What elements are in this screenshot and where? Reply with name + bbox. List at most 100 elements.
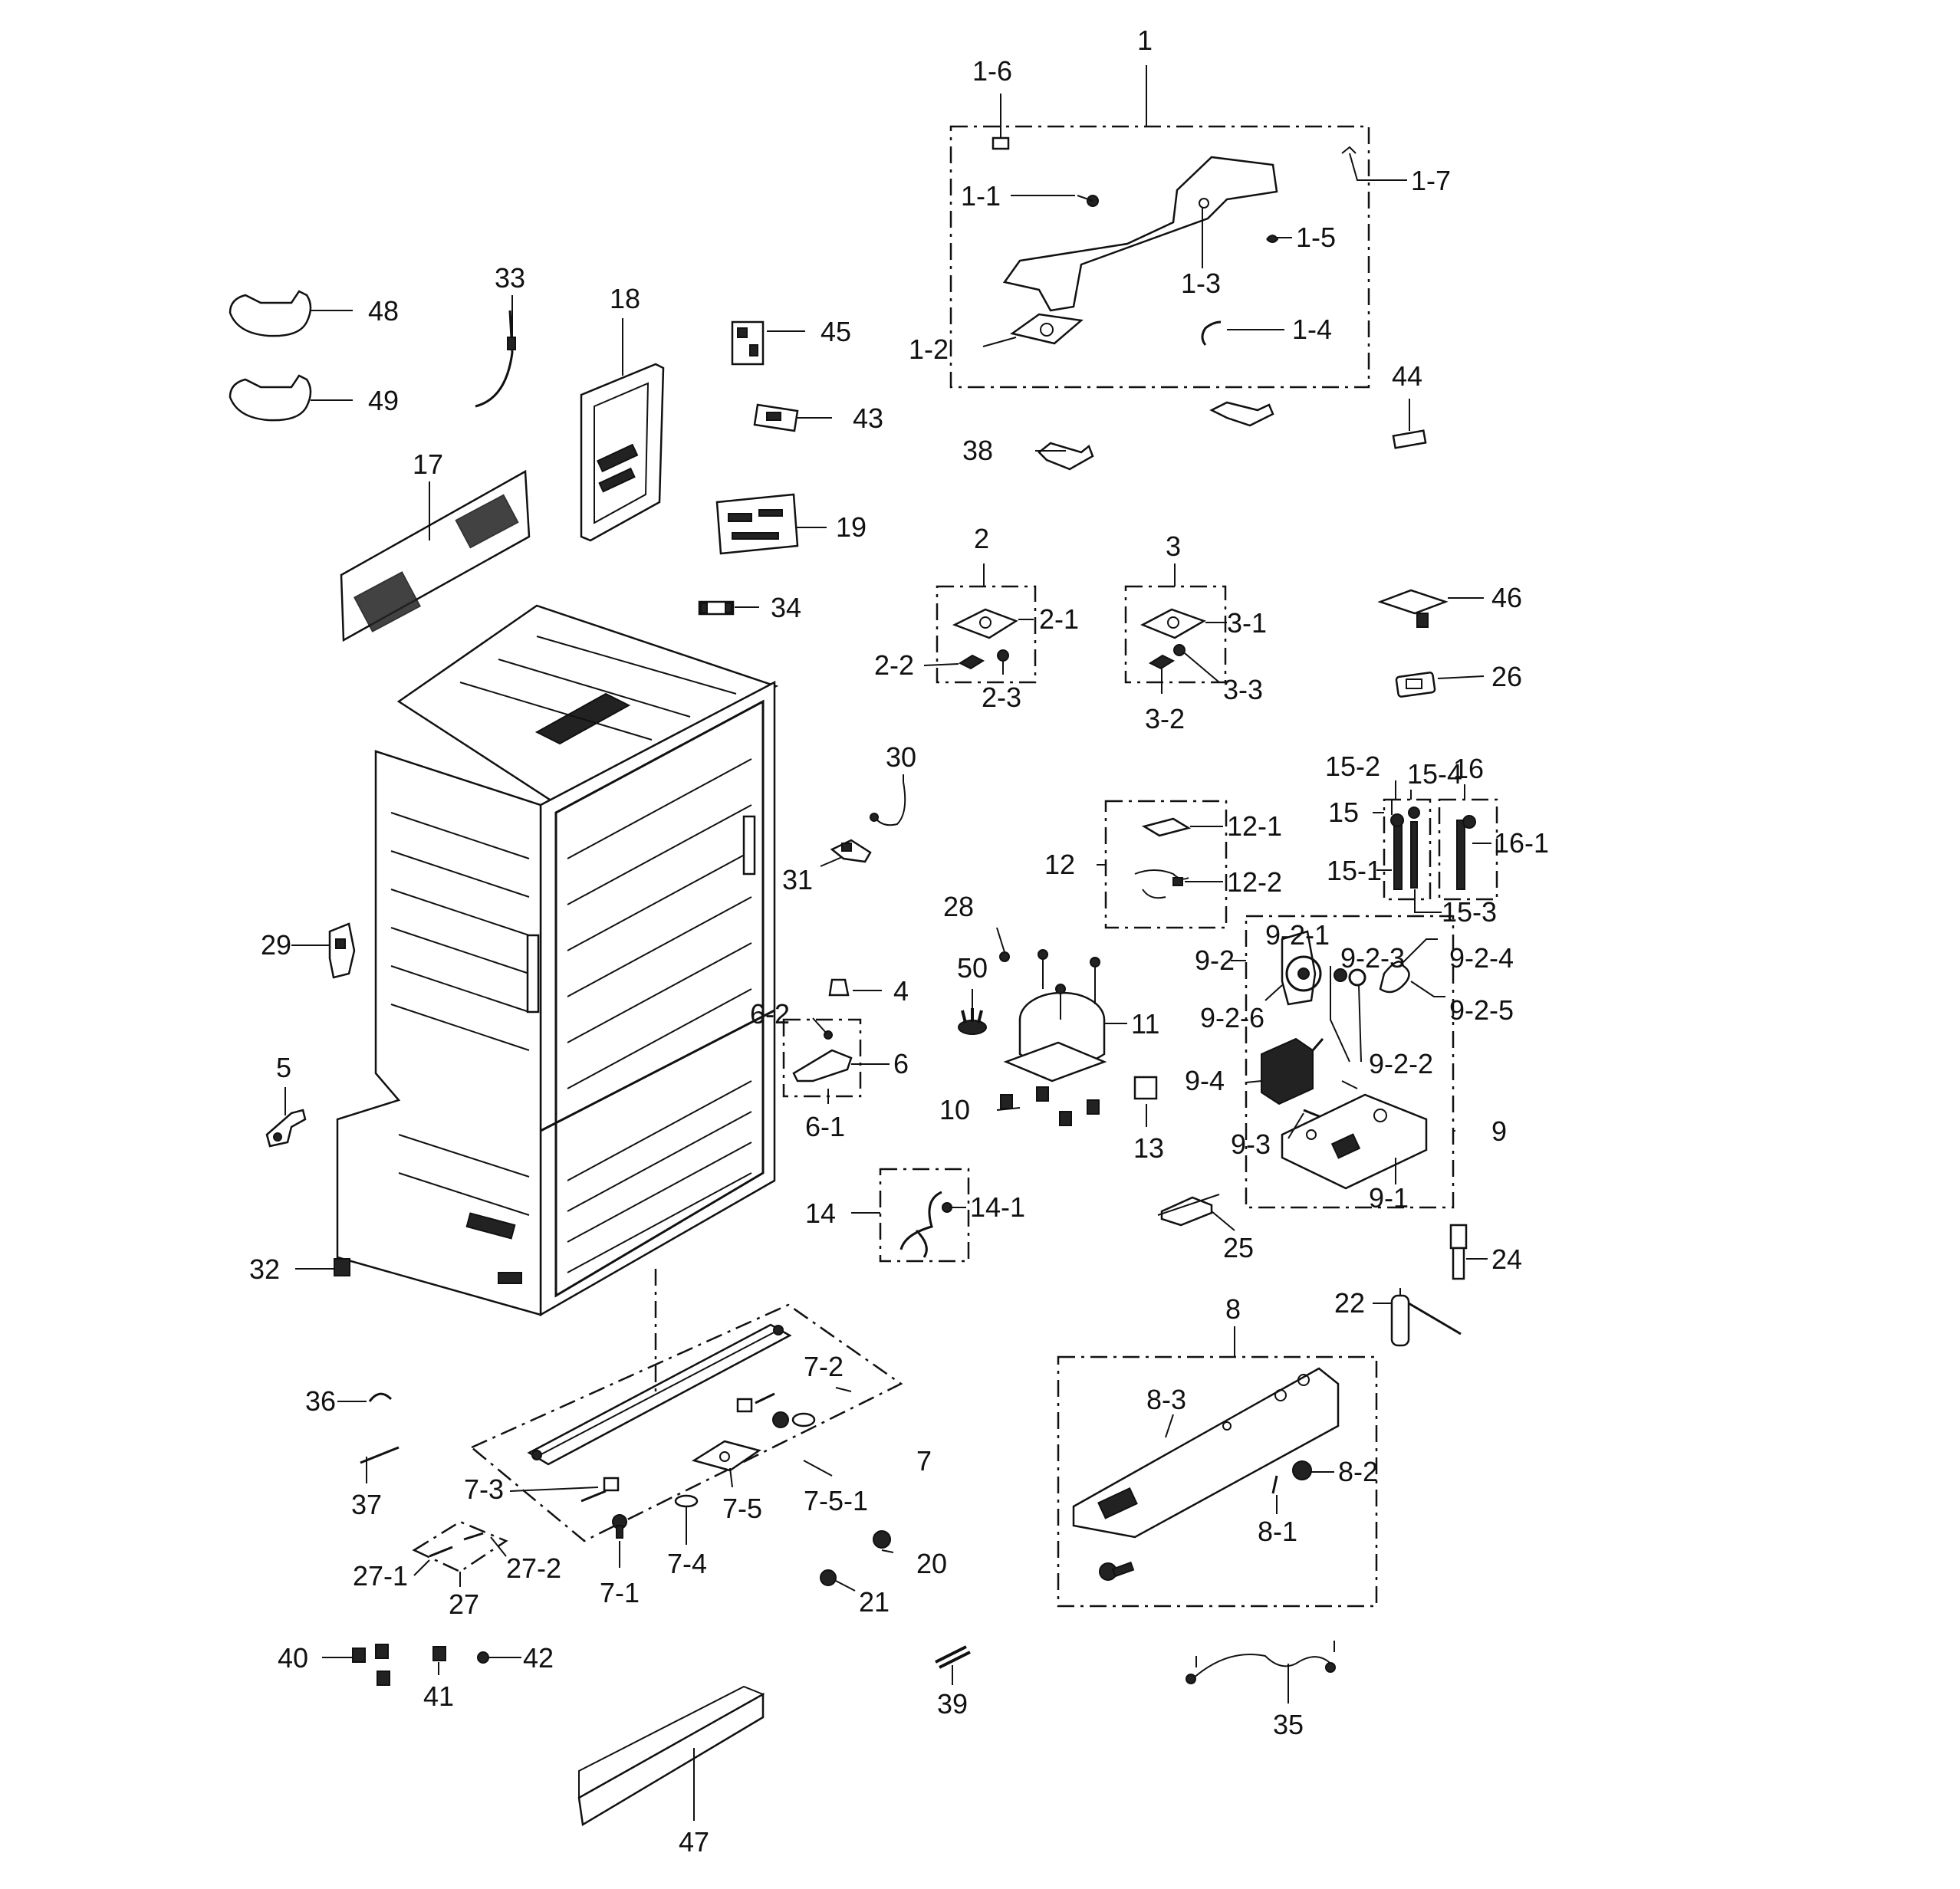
label-33: 33 [495, 262, 525, 294]
label-13: 13 [1133, 1132, 1164, 1164]
label-15-4: 15-4 [1407, 758, 1462, 790]
part-16-tube [1456, 815, 1476, 890]
label-7-3: 7-3 [464, 1473, 504, 1505]
label-15-2: 15-2 [1325, 751, 1380, 782]
label-9-2: 9-2 [1195, 944, 1235, 976]
label-30: 30 [886, 741, 916, 773]
label-4: 4 [893, 975, 909, 1007]
label-7: 7 [916, 1445, 932, 1477]
part-13-relay [1133, 1076, 1158, 1100]
part-26-block [1395, 672, 1436, 698]
label-9-2-5: 9-2-5 [1449, 994, 1514, 1026]
group-box-6 [782, 1018, 862, 1098]
group-box-27 [412, 1520, 508, 1573]
part-9-2-4-fan [1379, 961, 1410, 994]
label-27-1: 27-1 [353, 1560, 408, 1592]
label-12-1: 12-1 [1227, 810, 1282, 842]
part-8-1-screw [1271, 1475, 1278, 1494]
label-1-7: 1-7 [1411, 165, 1451, 196]
label-38: 38 [962, 435, 993, 466]
part-1-2-bracket [1010, 313, 1084, 345]
label-9-2-6: 9-2-6 [1200, 1002, 1264, 1033]
label-9-3: 9-3 [1231, 1128, 1271, 1160]
label-7-1: 7-1 [600, 1577, 640, 1608]
label-36: 36 [305, 1385, 336, 1417]
label-1-5: 1-5 [1296, 222, 1336, 253]
part-4-cap [828, 978, 850, 997]
part-10-feet [1000, 1086, 1100, 1126]
label-28: 28 [943, 891, 974, 922]
part-29-bracket [328, 922, 356, 979]
label-6-2: 6-2 [750, 998, 790, 1030]
label-7-4: 7-4 [667, 1548, 707, 1579]
label-27-2: 27-2 [506, 1552, 561, 1584]
label-9-2-3: 9-2-3 [1340, 942, 1405, 974]
part-35-wire [1186, 1641, 1336, 1684]
label-49: 49 [368, 385, 399, 416]
label-3-2: 3-2 [1145, 703, 1185, 734]
label-35: 35 [1273, 1709, 1304, 1740]
label-15-3: 15-3 [1442, 896, 1497, 928]
group-box-14 [879, 1168, 970, 1263]
label-47: 47 [679, 1826, 709, 1858]
part-40-clips [352, 1644, 390, 1686]
group-box-2 [936, 585, 1037, 684]
label-15: 15 [1328, 797, 1359, 828]
part-1-6-pad [992, 136, 1010, 150]
label-34: 34 [771, 592, 801, 623]
part-7-5-bracket [691, 1440, 761, 1472]
part-18-panel [580, 363, 665, 542]
part-6-hinge [792, 1030, 853, 1082]
label-9-2-2: 9-2-2 [1369, 1048, 1433, 1079]
part-7-1-knob [612, 1514, 627, 1539]
label-39: 39 [937, 1688, 968, 1720]
part-19-board [715, 493, 799, 555]
label-22: 22 [1334, 1287, 1365, 1319]
part-47-panel [577, 1685, 765, 1827]
part-2-2-pad [958, 654, 985, 670]
label-19: 19 [836, 511, 867, 543]
group-box-16 [1438, 798, 1498, 901]
part-44-tube [1290, 429, 1427, 787]
label-6: 6 [893, 1048, 909, 1079]
group-box-7 [469, 1303, 903, 1542]
part-34-tape [698, 600, 735, 616]
part-8-3-base-plate [1072, 1367, 1340, 1539]
part-22-drier [1390, 1288, 1462, 1347]
label-11: 11 [1131, 1008, 1159, 1040]
label-48: 48 [368, 295, 399, 327]
part-9-2-6-screw [1341, 1080, 1358, 1089]
label-44: 44 [1392, 360, 1422, 392]
part-50-base [958, 1008, 987, 1035]
label-1-2: 1-2 [909, 333, 949, 365]
part-3-1-plate [1140, 608, 1206, 639]
part-32-cap [334, 1258, 350, 1276]
label-10: 10 [939, 1094, 970, 1125]
cabinet-side-ribs [390, 812, 530, 1216]
label-37: 37 [351, 1489, 382, 1520]
label-6-1: 6-1 [805, 1111, 845, 1142]
part-cover-plate-1 [1002, 156, 1278, 312]
part-21-grommet [820, 1569, 837, 1586]
part-1-4-wire [1201, 320, 1222, 346]
part-49-bin [229, 374, 312, 422]
part-14-wire [899, 1191, 952, 1258]
part-7-4-washer [674, 1494, 699, 1508]
cabinet-shelf-lines [567, 758, 752, 1273]
label-14-1: 14-1 [970, 1191, 1025, 1223]
label-2-2: 2-2 [874, 649, 914, 681]
part-25-bracket [1157, 1194, 1220, 1227]
part-12-2-wire [1134, 869, 1189, 899]
part-3-3-nut [1173, 644, 1186, 656]
part-9-2-2-ring [1334, 968, 1366, 987]
label-27: 27 [449, 1588, 479, 1620]
label-9: 9 [1491, 1115, 1507, 1147]
part-7-2-roller [736, 1392, 775, 1413]
cabinet-main [336, 604, 779, 1317]
leader-lines [284, 65, 1491, 1821]
part-bracket-under-1 [1209, 401, 1274, 427]
group-box-1 [949, 125, 1370, 389]
label-32: 32 [249, 1253, 280, 1285]
label-26: 26 [1491, 661, 1522, 692]
